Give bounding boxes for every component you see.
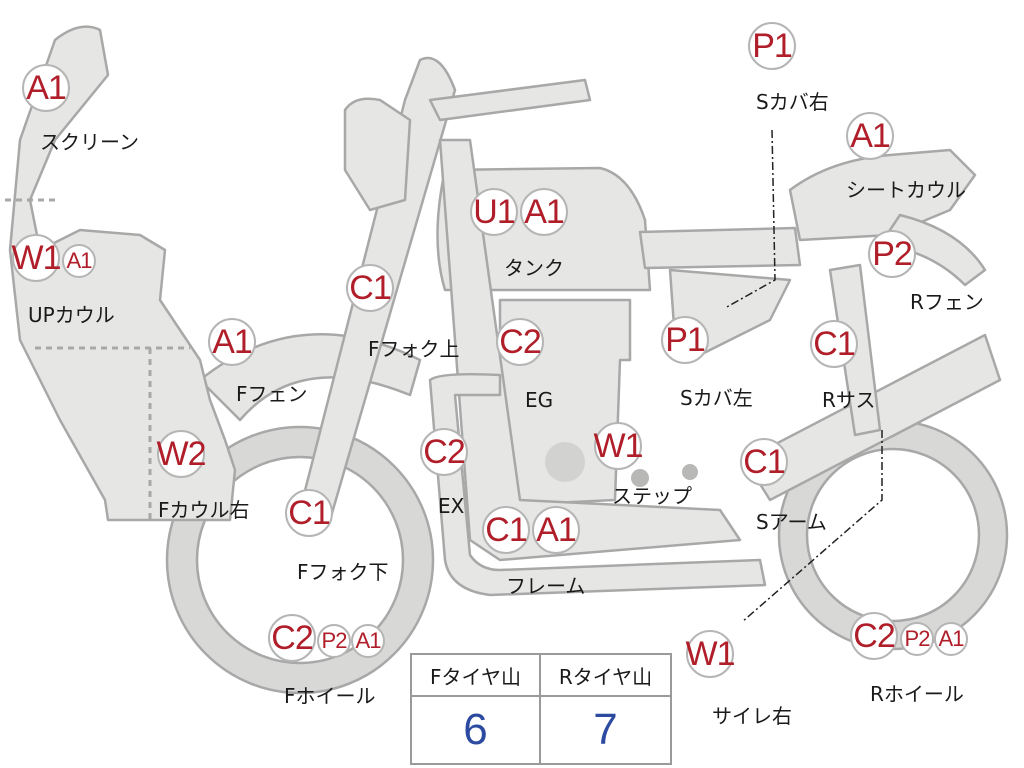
part-label: UPカウル — [28, 303, 115, 327]
front-tire-header: Fタイヤ山 — [412, 655, 541, 697]
part-label: EG — [525, 388, 554, 412]
code-badge: W1 — [12, 234, 62, 282]
code-badge: W1 — [594, 422, 644, 470]
part-label: サイレ右 — [712, 704, 792, 728]
part-label: フレーム — [506, 574, 586, 598]
rear-tire-header: Rタイヤ山 — [541, 655, 670, 697]
code-badge: P2 — [868, 230, 916, 278]
code-badge: C2 — [268, 614, 316, 662]
code-badge: A1 — [520, 188, 568, 236]
code-badge: A1 — [22, 64, 70, 112]
front-tire-value: 6 — [412, 697, 541, 763]
part-label: Sカバ右 — [756, 90, 829, 114]
part-label: Fカウル右 — [158, 498, 250, 522]
part-label: Rサス — [822, 388, 876, 412]
code-badge: A1 — [846, 112, 894, 160]
part-label: タンク — [504, 256, 564, 280]
part-label: Fフェン — [236, 382, 308, 406]
code-badge: U1 — [470, 188, 518, 236]
code-badge: C1 — [740, 438, 788, 486]
part-label: EX — [438, 494, 465, 518]
part-label: Sアーム — [756, 510, 827, 534]
part-label: シートカウル — [846, 178, 966, 202]
part-label: スクリーン — [40, 130, 139, 154]
code-badge: W1 — [686, 630, 736, 678]
code-badge: C1 — [346, 264, 394, 312]
part-label: Fホイール — [284, 684, 376, 708]
code-badge: C2 — [496, 318, 544, 366]
part-label: Rフェン — [910, 290, 984, 314]
code-badge: A1 — [208, 318, 256, 366]
code-badge: C1 — [482, 506, 530, 554]
code-badge: C1 — [810, 320, 858, 368]
part-label: ステップ — [612, 484, 692, 508]
rear-tire-value: 7 — [593, 705, 618, 754]
part-label: Rホイール — [870, 682, 964, 706]
code-badge: A1 — [62, 244, 96, 278]
code-badge: W2 — [157, 430, 207, 478]
code-badge: A1 — [934, 622, 968, 656]
code-badge: P1 — [748, 22, 796, 70]
code-badge: A1 — [351, 624, 385, 658]
tire-tread-table: Fタイヤ山 Rタイヤ山 6 7 — [410, 653, 672, 765]
part-label: Fフォク上 — [368, 337, 460, 361]
code-badge: P2 — [900, 622, 934, 656]
code-badge: P2 — [317, 624, 351, 658]
part-label: Fフォク下 — [297, 560, 389, 584]
code-badge: C2 — [420, 428, 468, 476]
code-badge: A1 — [532, 506, 580, 554]
part-label: Sカバ左 — [680, 386, 753, 410]
code-badge: C1 — [285, 489, 333, 537]
code-badge: C2 — [850, 612, 898, 660]
code-badge: P1 — [661, 316, 709, 364]
